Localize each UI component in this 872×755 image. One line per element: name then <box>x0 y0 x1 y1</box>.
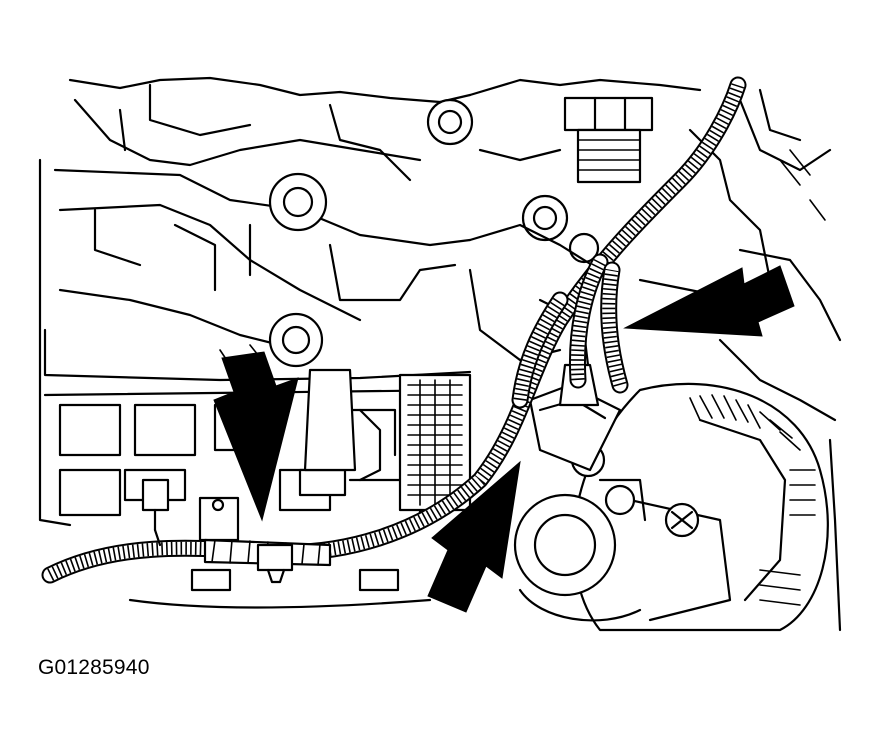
arrow-upper-right <box>623 265 795 337</box>
arrow-center <box>427 460 521 613</box>
arrow-left <box>213 351 299 522</box>
alternator <box>513 382 829 632</box>
engine-wiring-diagram <box>38 76 842 632</box>
sensor-housings <box>123 368 472 609</box>
drain-plug <box>563 96 654 184</box>
figure-code: G01285940 <box>38 656 150 679</box>
wiring-harness <box>41 76 747 584</box>
mounting-bosses <box>268 98 600 368</box>
callout-arrows <box>213 265 795 613</box>
